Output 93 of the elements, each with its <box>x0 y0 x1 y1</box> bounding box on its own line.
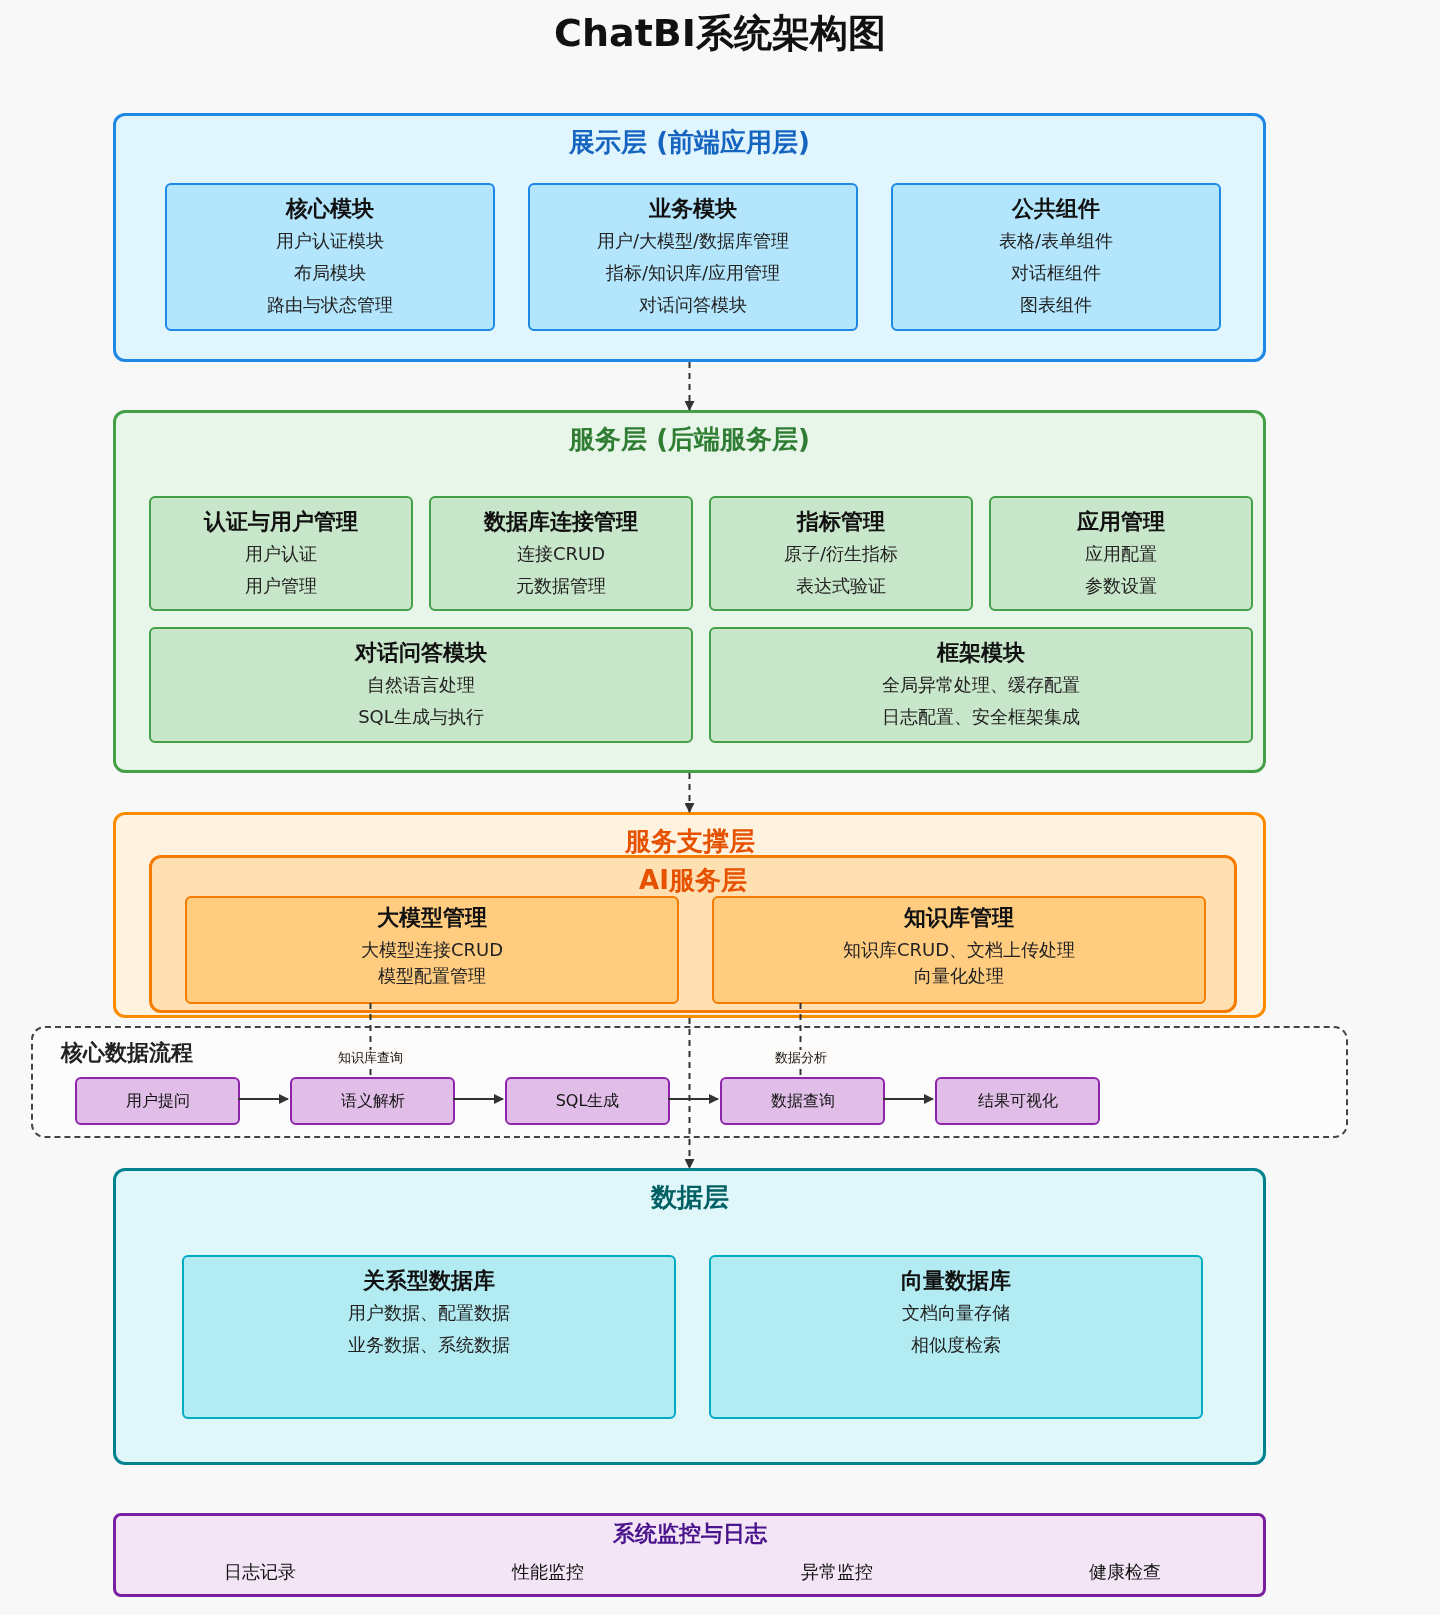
module-box <box>149 496 413 611</box>
database-box <box>182 1255 676 1419</box>
module-item: 对话框组件 <box>1011 261 1101 285</box>
monitoring-item: 健康检查 <box>1088 1561 1161 1582</box>
step-label: SQL生成 <box>555 1090 620 1112</box>
module-title: 框架模块 <box>937 639 1025 667</box>
monitoring-item: 日志记录 <box>224 1561 297 1582</box>
module-item: 模型配置管理 <box>378 964 486 988</box>
arrow <box>667 1094 719 1104</box>
module-item: 布局模块 <box>294 261 366 285</box>
module-title: 向量数据库 <box>901 1267 1011 1295</box>
module-item: 原子/衍生指标 <box>783 542 899 566</box>
module-title: 应用管理 <box>1077 508 1165 536</box>
monitoring-band <box>113 1513 1266 1597</box>
module-item: 路由与状态管理 <box>267 293 393 317</box>
flow-step-box <box>935 1077 1100 1125</box>
module-title: 公共组件 <box>1012 195 1100 223</box>
module-item: 用户认证模块 <box>276 229 384 253</box>
module-title: 关系型数据库 <box>363 1267 495 1295</box>
dashed-flow-frame <box>31 1026 1348 1138</box>
module-title: 数据库连接管理 <box>484 508 638 536</box>
step-label: 语义解析 <box>340 1090 405 1112</box>
flow-step-box <box>75 1077 240 1125</box>
module-item: 对话问答模块 <box>639 293 747 317</box>
module-item: 连接CRUD <box>516 542 606 566</box>
module-item: 图表组件 <box>1020 293 1092 317</box>
layer-panel <box>113 812 1266 1018</box>
flow-title: 核心数据流程 <box>61 1040 193 1065</box>
module-box <box>709 627 1253 743</box>
module-item: 全局异常处理、缓存配置 <box>882 673 1080 697</box>
monitoring-item: 异常监控 <box>800 1561 873 1582</box>
edge-label: 知识库查询 <box>335 1049 406 1065</box>
layer-title: AI服务层 <box>639 864 747 896</box>
module-item: 向量化处理 <box>914 964 1004 988</box>
module-title: 指标管理 <box>797 508 885 536</box>
edge-label: 数据分析 <box>771 1049 830 1065</box>
module-item: 元数据管理 <box>516 574 606 598</box>
module-item: 业务数据、系统数据 <box>348 1333 510 1357</box>
layer-panel <box>113 1168 1266 1465</box>
module-box <box>709 496 973 611</box>
module-item: 用户认证 <box>245 542 317 566</box>
module-box <box>429 496 693 611</box>
dashed-arrow <box>684 1017 695 1169</box>
module-box <box>149 627 693 743</box>
band-title: 系统监控与日志 <box>612 1520 767 1548</box>
module-item: 表格/表单组件 <box>998 229 1114 253</box>
ai-layer-panel <box>149 855 1237 1013</box>
module-title: 核心模块 <box>286 195 374 223</box>
monitoring-item: 性能监控 <box>512 1561 585 1582</box>
layer-title: 展示层 (前端应用层) <box>569 126 810 158</box>
diagram-title: ChatBI系统架构图 <box>554 10 886 57</box>
module-item: 用户/大模型/数据库管理 <box>596 229 790 253</box>
flow-step-box <box>720 1077 885 1125</box>
layer-title: 数据层 <box>650 1181 729 1213</box>
module-item: 表达式验证 <box>796 574 886 598</box>
arrow <box>237 1094 289 1104</box>
module-box <box>891 183 1221 331</box>
module-item: 相似度检索 <box>911 1333 1001 1357</box>
layer-title: 服务支撑层 <box>624 825 755 857</box>
step-label: 数据查询 <box>770 1090 835 1112</box>
module-item: 知识库CRUD、文档上传处理 <box>842 938 1076 962</box>
flow-step-box <box>290 1077 455 1125</box>
flow-step-box <box>505 1077 670 1125</box>
module-title: 大模型管理 <box>377 904 487 932</box>
module-item: 指标/知识库/应用管理 <box>605 261 781 285</box>
step-label: 结果可视化 <box>977 1090 1058 1112</box>
module-item: 用户管理 <box>245 574 317 598</box>
step-label: 用户提问 <box>125 1090 190 1112</box>
layer-panel <box>113 410 1266 773</box>
module-item: 用户数据、配置数据 <box>348 1301 510 1325</box>
arrow <box>882 1094 934 1104</box>
layer-title: 服务层 (后端服务层) <box>569 423 810 455</box>
module-box <box>989 496 1253 611</box>
module-item: 参数设置 <box>1085 574 1157 598</box>
database-box <box>709 1255 1203 1419</box>
module-box <box>712 896 1206 1004</box>
module-item: 日志配置、安全框架集成 <box>882 705 1080 729</box>
module-title: 业务模块 <box>649 195 737 223</box>
module-title: 对话问答模块 <box>355 639 487 667</box>
module-item: SQL生成与执行 <box>358 705 484 729</box>
module-item: 大模型连接CRUD <box>360 938 504 962</box>
module-box <box>528 183 858 331</box>
dashed-arrow <box>684 361 695 411</box>
module-item: 自然语言处理 <box>367 673 475 697</box>
module-item: 文档向量存储 <box>902 1301 1010 1325</box>
module-item: 应用配置 <box>1085 542 1157 566</box>
module-title: 知识库管理 <box>904 904 1014 932</box>
module-box <box>165 183 495 331</box>
module-box <box>185 896 679 1004</box>
layer-panel <box>113 113 1266 362</box>
arrow <box>452 1094 504 1104</box>
module-title: 认证与用户管理 <box>204 508 358 536</box>
dashed-arrow <box>684 772 695 813</box>
